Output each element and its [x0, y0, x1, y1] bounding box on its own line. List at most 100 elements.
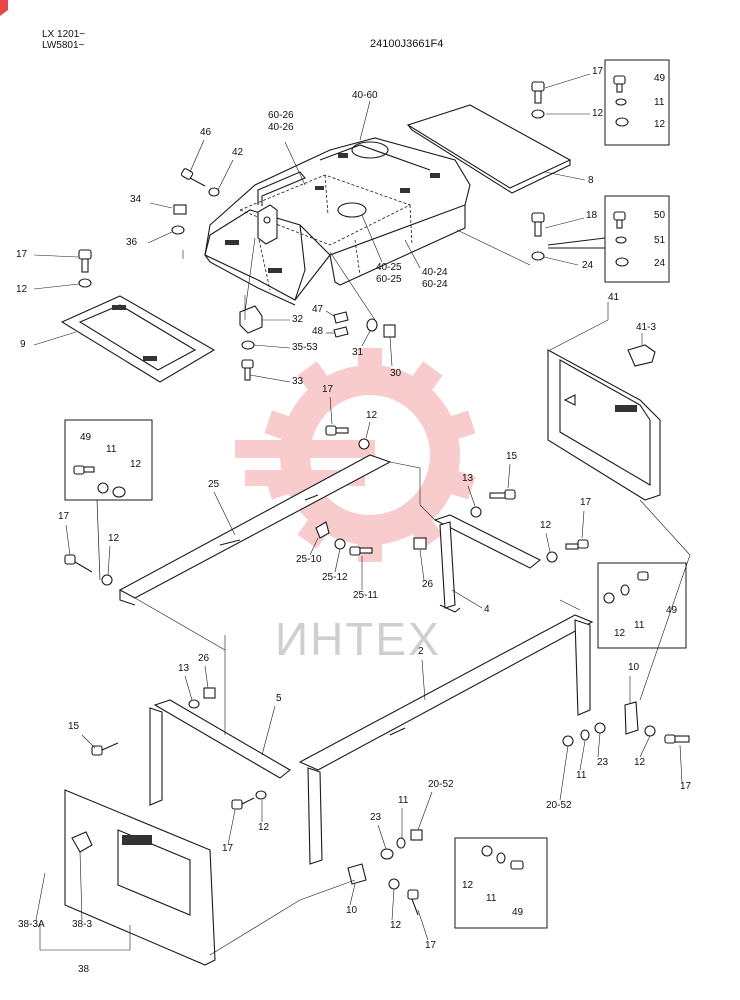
- watermark-gear-tooth: [264, 410, 293, 441]
- callout-c15b: 15: [68, 721, 80, 732]
- bracket-5-leg: [149, 707, 163, 806]
- callout-c18: 18: [586, 210, 598, 221]
- callout-c30: 30: [390, 368, 402, 379]
- bolt-17-h: [407, 889, 419, 916]
- nut-20-52a: [562, 735, 574, 747]
- callout-c35_53: 35-53: [292, 342, 318, 353]
- callout-c13a: 13: [462, 473, 474, 484]
- callout-c10a: 10: [628, 662, 640, 673]
- leader-c47: [325, 310, 335, 317]
- callout-c12c: 12: [366, 410, 378, 421]
- bolt-17-left: [78, 249, 92, 288]
- clip-47: [333, 311, 349, 324]
- callout-c4: 4: [484, 604, 490, 615]
- washer-11c: [580, 729, 590, 741]
- callout-c40_60: 40-60: [352, 90, 378, 101]
- leader-c25_10: [309, 537, 319, 556]
- leader-c38_3: [79, 851, 83, 921]
- leader-c31: [361, 330, 371, 347]
- leader-c17a: [544, 73, 591, 89]
- leader-c12j: [391, 888, 395, 921]
- callout-c38_3: 38-3: [72, 919, 92, 930]
- washer-13a: [470, 506, 482, 518]
- leader-c20_52a: [559, 745, 569, 801]
- washer-42: [208, 187, 220, 197]
- washer-13b: [188, 699, 200, 709]
- callout-c12a: 12: [592, 108, 604, 119]
- leader-c30: [389, 336, 393, 367]
- callout-c17d: 17: [58, 511, 70, 522]
- callout-c48: 48: [312, 326, 324, 337]
- bolt-17-f: [664, 734, 690, 744]
- watermark-gear-tooth: [264, 469, 293, 500]
- bracket-5-top: [153, 699, 291, 779]
- leader-c17e: [581, 510, 585, 539]
- callout-c5: 5: [276, 693, 282, 704]
- leader-c17c: [329, 396, 333, 425]
- callout-c13b: 13: [178, 663, 190, 674]
- watermark-gear-tooth: [410, 361, 443, 394]
- callout-c17e: 17: [580, 497, 592, 508]
- inset-1-label-11: 11: [654, 97, 665, 108]
- bolt-17-e: [565, 539, 589, 550]
- callout-c41_3: 41-3: [636, 322, 656, 333]
- callout-c26a: 26: [422, 579, 434, 590]
- clip-25-10: [315, 521, 330, 539]
- callout-c25_12: 25-12: [322, 572, 348, 583]
- bracket-32: [239, 305, 263, 334]
- watermark-gear-tooth: [358, 348, 382, 370]
- leader-c23b: [377, 824, 387, 850]
- washer-12e: [101, 574, 113, 586]
- leader-c25_12: [334, 548, 341, 573]
- hood-cover: [204, 137, 471, 306]
- callout-c31: 31: [352, 347, 364, 358]
- callout-c11e: 11: [486, 893, 497, 904]
- callout-c25: 25: [208, 479, 220, 490]
- callout-c23b: 23: [370, 812, 382, 823]
- bolt-46: [180, 168, 206, 187]
- callout-c17f: 17: [680, 781, 692, 792]
- inset-2-label-24: 24: [654, 258, 666, 269]
- callout-c12e: 12: [108, 533, 120, 544]
- callout-c11d: 11: [398, 795, 409, 806]
- callout-c25_10: 25-10: [296, 554, 322, 565]
- leader-c24a: [543, 256, 579, 266]
- bolt-33: [241, 359, 254, 381]
- callout-c17h: 17: [425, 940, 437, 951]
- callout-c20_52a: 20-52: [546, 800, 572, 811]
- leader-c12h: [639, 735, 651, 758]
- leader-c10b: [349, 883, 356, 906]
- callout-c40_26: 40-26: [268, 122, 294, 133]
- washer-23a: [594, 722, 606, 734]
- callout-c10b: 10: [346, 905, 358, 916]
- callout-leaders: [33, 73, 683, 941]
- leader-c17g: [227, 809, 236, 846]
- corner-mark: [0, 0, 8, 16]
- leader-c12e: [107, 545, 111, 576]
- leader-c15a: [507, 463, 511, 489]
- callout-c34: 34: [130, 194, 142, 205]
- model-range-2: LW5801~: [42, 40, 85, 51]
- inset-2-label-51: 51: [654, 235, 666, 246]
- frame-2-rail: [298, 614, 594, 771]
- leader-c18: [544, 217, 585, 229]
- leader-c25: [213, 491, 236, 536]
- callout-c12k: 12: [462, 880, 474, 891]
- leader-c38_3a: [35, 872, 46, 921]
- leader-c9: [33, 331, 77, 346]
- callout-c40_25: 40-25: [376, 262, 402, 273]
- bolt-25-11: [349, 546, 373, 556]
- washer-31: [366, 318, 378, 332]
- bolt-15-a: [489, 489, 516, 500]
- callout-c47: 47: [312, 304, 324, 315]
- watermark-gear-tooth: [447, 410, 476, 441]
- callout-c24a: 24: [582, 260, 594, 271]
- leader-c36: [147, 231, 173, 244]
- leader-c34: [149, 202, 173, 209]
- washer-11d: [396, 837, 406, 849]
- rail-4-leg: [439, 521, 456, 609]
- washer-12i: [255, 790, 267, 800]
- leader-c42: [217, 159, 234, 191]
- callout-c11a: 11: [106, 444, 117, 455]
- callout-c60_24: 60-24: [422, 279, 448, 290]
